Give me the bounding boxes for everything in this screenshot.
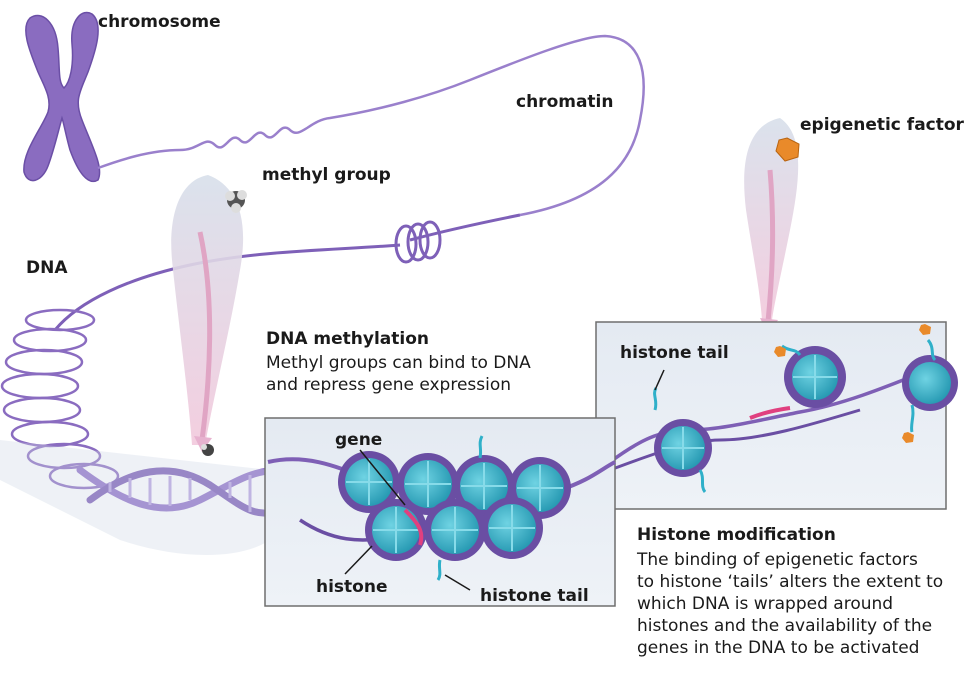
methylation-title: DNA methylation [266, 329, 430, 349]
histone-modification-panel [595, 321, 958, 510]
histone-modification-line: genes in the DNA to be activated [637, 638, 920, 658]
bound-methyl-icon [201, 444, 214, 456]
label-histone: histone [316, 577, 388, 597]
methylation-line: Methyl groups can bind to DNA [266, 353, 531, 373]
label-chromatin: chromatin [516, 92, 614, 112]
label-methyl-group: methyl group [262, 165, 391, 185]
epigenetic-factor-icon [775, 137, 800, 162]
histone-modification-line: which DNA is wrapped around [637, 594, 894, 614]
methylation-line: and repress gene expression [266, 375, 512, 395]
chromatin-coil [53, 213, 521, 331]
histone-modification-line: histones and the availability of the [637, 616, 933, 636]
label-gene: gene [335, 430, 383, 450]
methyl-arrow-head [194, 436, 212, 452]
methyl-group-icon [225, 190, 247, 213]
histone-modification-description: The binding of epigenetic factors to his… [637, 549, 943, 659]
chromatin-strand [97, 34, 645, 217]
dna-methylation-panel [264, 417, 616, 607]
dna-coil [0, 308, 120, 490]
factor-arrow [765, 169, 776, 323]
histone-modification-line: to histone ‘tails’ alters the extent to [637, 572, 944, 592]
chromosome [23, 11, 101, 183]
methyl-arrow [197, 231, 213, 441]
label-chromosome: chromosome [98, 12, 221, 32]
label-dna: DNA [26, 258, 68, 278]
label-histone-tail-right: histone tail [620, 343, 729, 363]
label-histone-tail-left: histone tail [480, 586, 589, 606]
methylation-description: Methyl groups can bind to DNA and repres… [266, 352, 531, 396]
label-epigenetic-factor: epigenetic factor [800, 115, 964, 135]
histone-modification-line: The binding of epigenetic factors [637, 550, 918, 570]
dna-double-helix [0, 440, 284, 555]
histone-modification-title: Histone modification [637, 525, 836, 545]
